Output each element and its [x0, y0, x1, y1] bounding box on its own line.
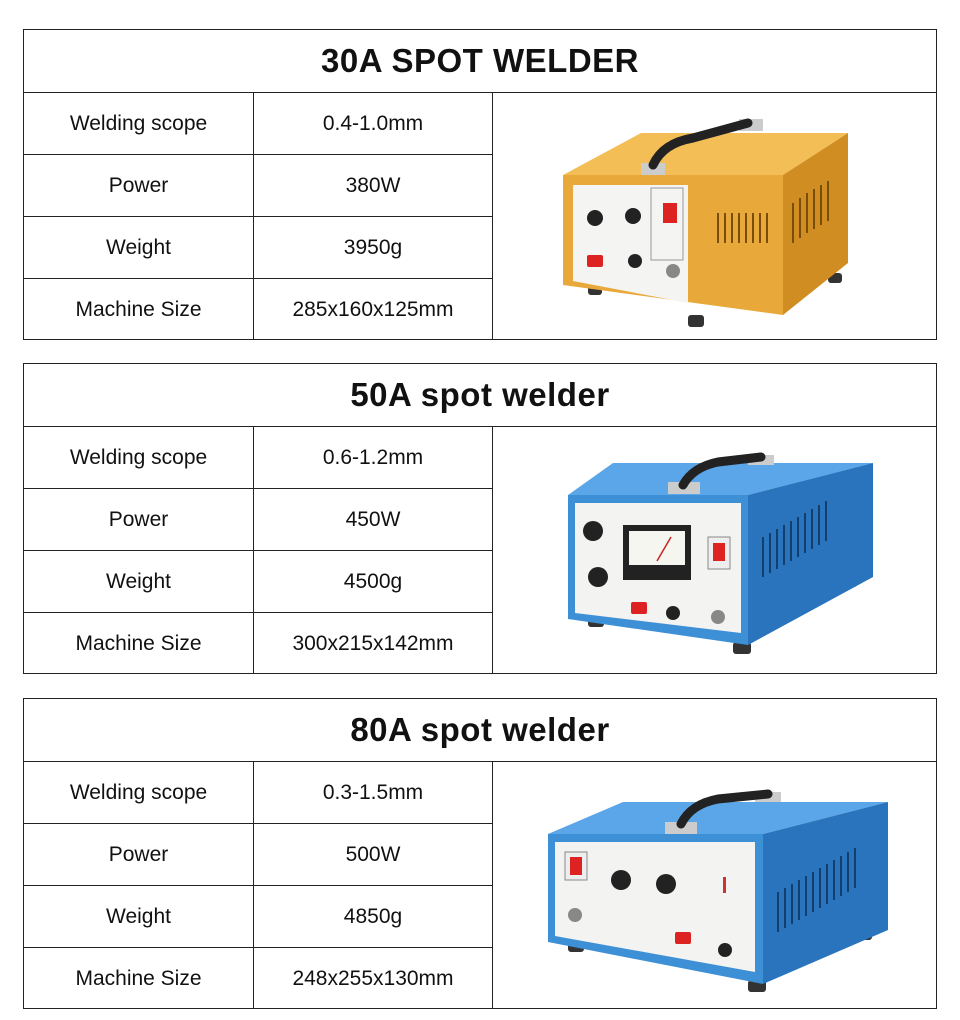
product-photo-30a	[493, 93, 936, 340]
spec-value: 380W	[345, 173, 401, 197]
spec-label: Weight	[24, 886, 254, 947]
spec-table-80a: 80A spot welder Welding scope 0.3-1.5mm …	[23, 698, 937, 1009]
spec-list: Welding scope 0.6-1.2mm Power 450W Weigh…	[24, 427, 493, 674]
blue-welder-image	[548, 789, 888, 992]
spec-label: Welding scope	[24, 762, 254, 823]
table-title: 80A spot welder	[24, 699, 936, 762]
blue-welder-meter-image	[568, 452, 873, 654]
spec-value: 0.6-1.2mm	[322, 445, 424, 469]
spec-value: 0.3-1.5mm	[322, 780, 424, 804]
orange-welder-image	[563, 118, 848, 327]
spec-row: Machine Size 300x215x142mm	[24, 613, 492, 674]
spec-label: Welding scope	[24, 427, 254, 488]
spec-row: Welding scope 0.6-1.2mm	[24, 427, 492, 489]
spec-value: 4850g	[343, 904, 403, 928]
spec-value: 450W	[345, 507, 401, 531]
spec-row: Weight 4850g	[24, 886, 492, 948]
spec-label: Weight	[24, 217, 254, 278]
spec-row: Machine Size 248x255x130mm	[24, 948, 492, 1009]
spec-row: Machine Size 285x160x125mm	[24, 279, 492, 340]
spec-value: 248x255x130mm	[292, 966, 454, 990]
spec-label: Power	[24, 824, 254, 885]
spec-value: 0.4-1.0mm	[322, 111, 424, 135]
spec-table-50a: 50A spot welder Welding scope 0.6-1.2mm …	[23, 363, 937, 674]
spec-label: Welding scope	[24, 93, 254, 154]
spec-list: Welding scope 0.4-1.0mm Power 380W Weigh…	[24, 93, 493, 340]
spec-table-30a: 30A SPOT WELDER Welding scope 0.4-1.0mm …	[23, 29, 937, 340]
product-photo-80a	[493, 762, 936, 1009]
spec-label: Power	[24, 489, 254, 550]
spec-value: 4500g	[343, 569, 403, 593]
spec-row: Weight 4500g	[24, 551, 492, 613]
spec-list: Welding scope 0.3-1.5mm Power 500W Weigh…	[24, 762, 493, 1009]
spec-row: Welding scope 0.4-1.0mm	[24, 93, 492, 155]
spec-value: 300x215x142mm	[292, 631, 454, 655]
spec-row: Power 380W	[24, 155, 492, 217]
spec-label: Machine Size	[24, 948, 254, 1009]
spec-label: Machine Size	[24, 279, 254, 340]
spec-value: 285x160x125mm	[292, 297, 454, 321]
table-title: 50A spot welder	[24, 364, 936, 427]
spec-label: Machine Size	[24, 613, 254, 674]
spec-value: 500W	[345, 842, 401, 866]
product-photo-50a	[493, 427, 936, 674]
spec-row: Power 500W	[24, 824, 492, 886]
spec-label: Weight	[24, 551, 254, 612]
spec-row: Power 450W	[24, 489, 492, 551]
spec-row: Welding scope 0.3-1.5mm	[24, 762, 492, 824]
spec-row: Weight 3950g	[24, 217, 492, 279]
spec-value: 3950g	[343, 235, 403, 259]
table-title: 30A SPOT WELDER	[24, 30, 936, 93]
spec-label: Power	[24, 155, 254, 216]
